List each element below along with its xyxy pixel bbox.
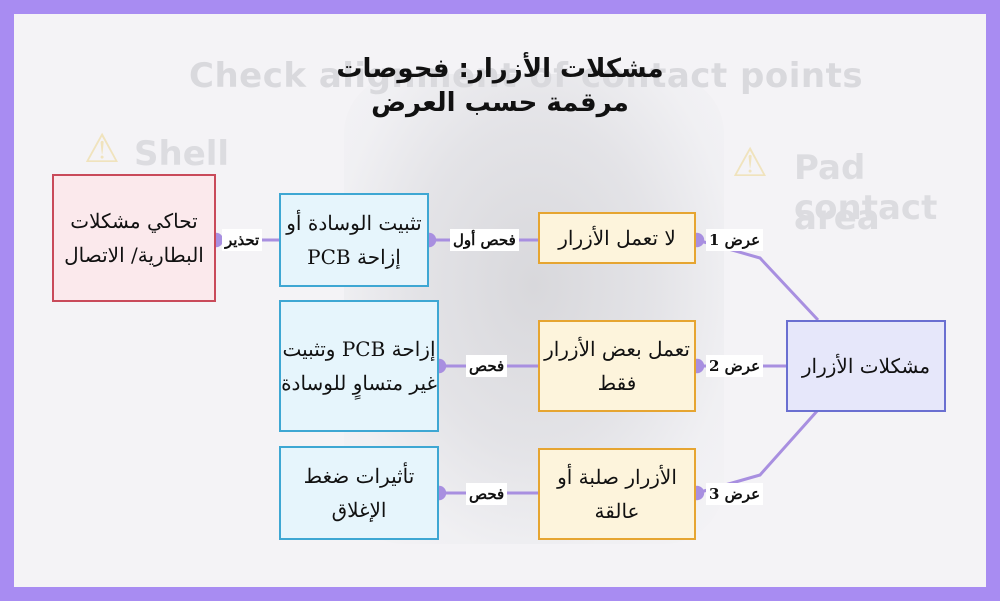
title-line-1: مشكلات الأزرار: فحوصات (336, 54, 664, 84)
background-watermark: Check alignment of contact points (189, 56, 864, 96)
background-text-right-2: area (794, 198, 880, 238)
background-text-left: Shell (134, 134, 230, 174)
warning-icon: ⚠ (732, 140, 768, 186)
check-node-1: تثبيت الوسادة أو إزاحة PCB (279, 193, 429, 287)
check-node-2: إزاحة PCB وتثبيت غير متساوٍ للوسادة (279, 300, 439, 432)
edge-label-check-2: فحص (466, 355, 508, 377)
edge-label-display-1: عرض 1 (706, 229, 764, 251)
warning-node: تحاكي مشكلات البطارية/ الاتصال (52, 174, 216, 302)
edge-label-display-2: عرض 2 (706, 355, 764, 377)
symptom-node-1: لا تعمل الأزرار (538, 212, 696, 264)
edge-label-display-3: عرض 3 (706, 483, 764, 505)
symptom-node-2: تعمل بعض الأزرار فقط (538, 320, 696, 412)
diagram-canvas: Check alignment of contact points ⚠ Shel… (14, 14, 986, 587)
edge-root-s1 (689, 232, 820, 322)
background-text-right: Pad contact (794, 148, 938, 228)
edge-label-check-3: فحص (466, 483, 508, 505)
title-line-2: مرقمة حسب العرض (371, 88, 629, 118)
check-node-3: تأثيرات ضغط الإغلاق (279, 446, 439, 540)
symptom-node-3: الأزرار صلبة أو عالقة (538, 448, 696, 540)
edge-label-warning: تحذير (222, 229, 263, 251)
diagram-title: مشكلات الأزرار: فحوصات مرقمة حسب العرض (0, 52, 1000, 120)
warning-icon: ⚠ (84, 126, 120, 172)
edge-label-first-check: فحص أول (450, 229, 519, 251)
root-node: مشكلات الأزرار (786, 320, 946, 412)
edge-root-s3 (689, 409, 820, 501)
